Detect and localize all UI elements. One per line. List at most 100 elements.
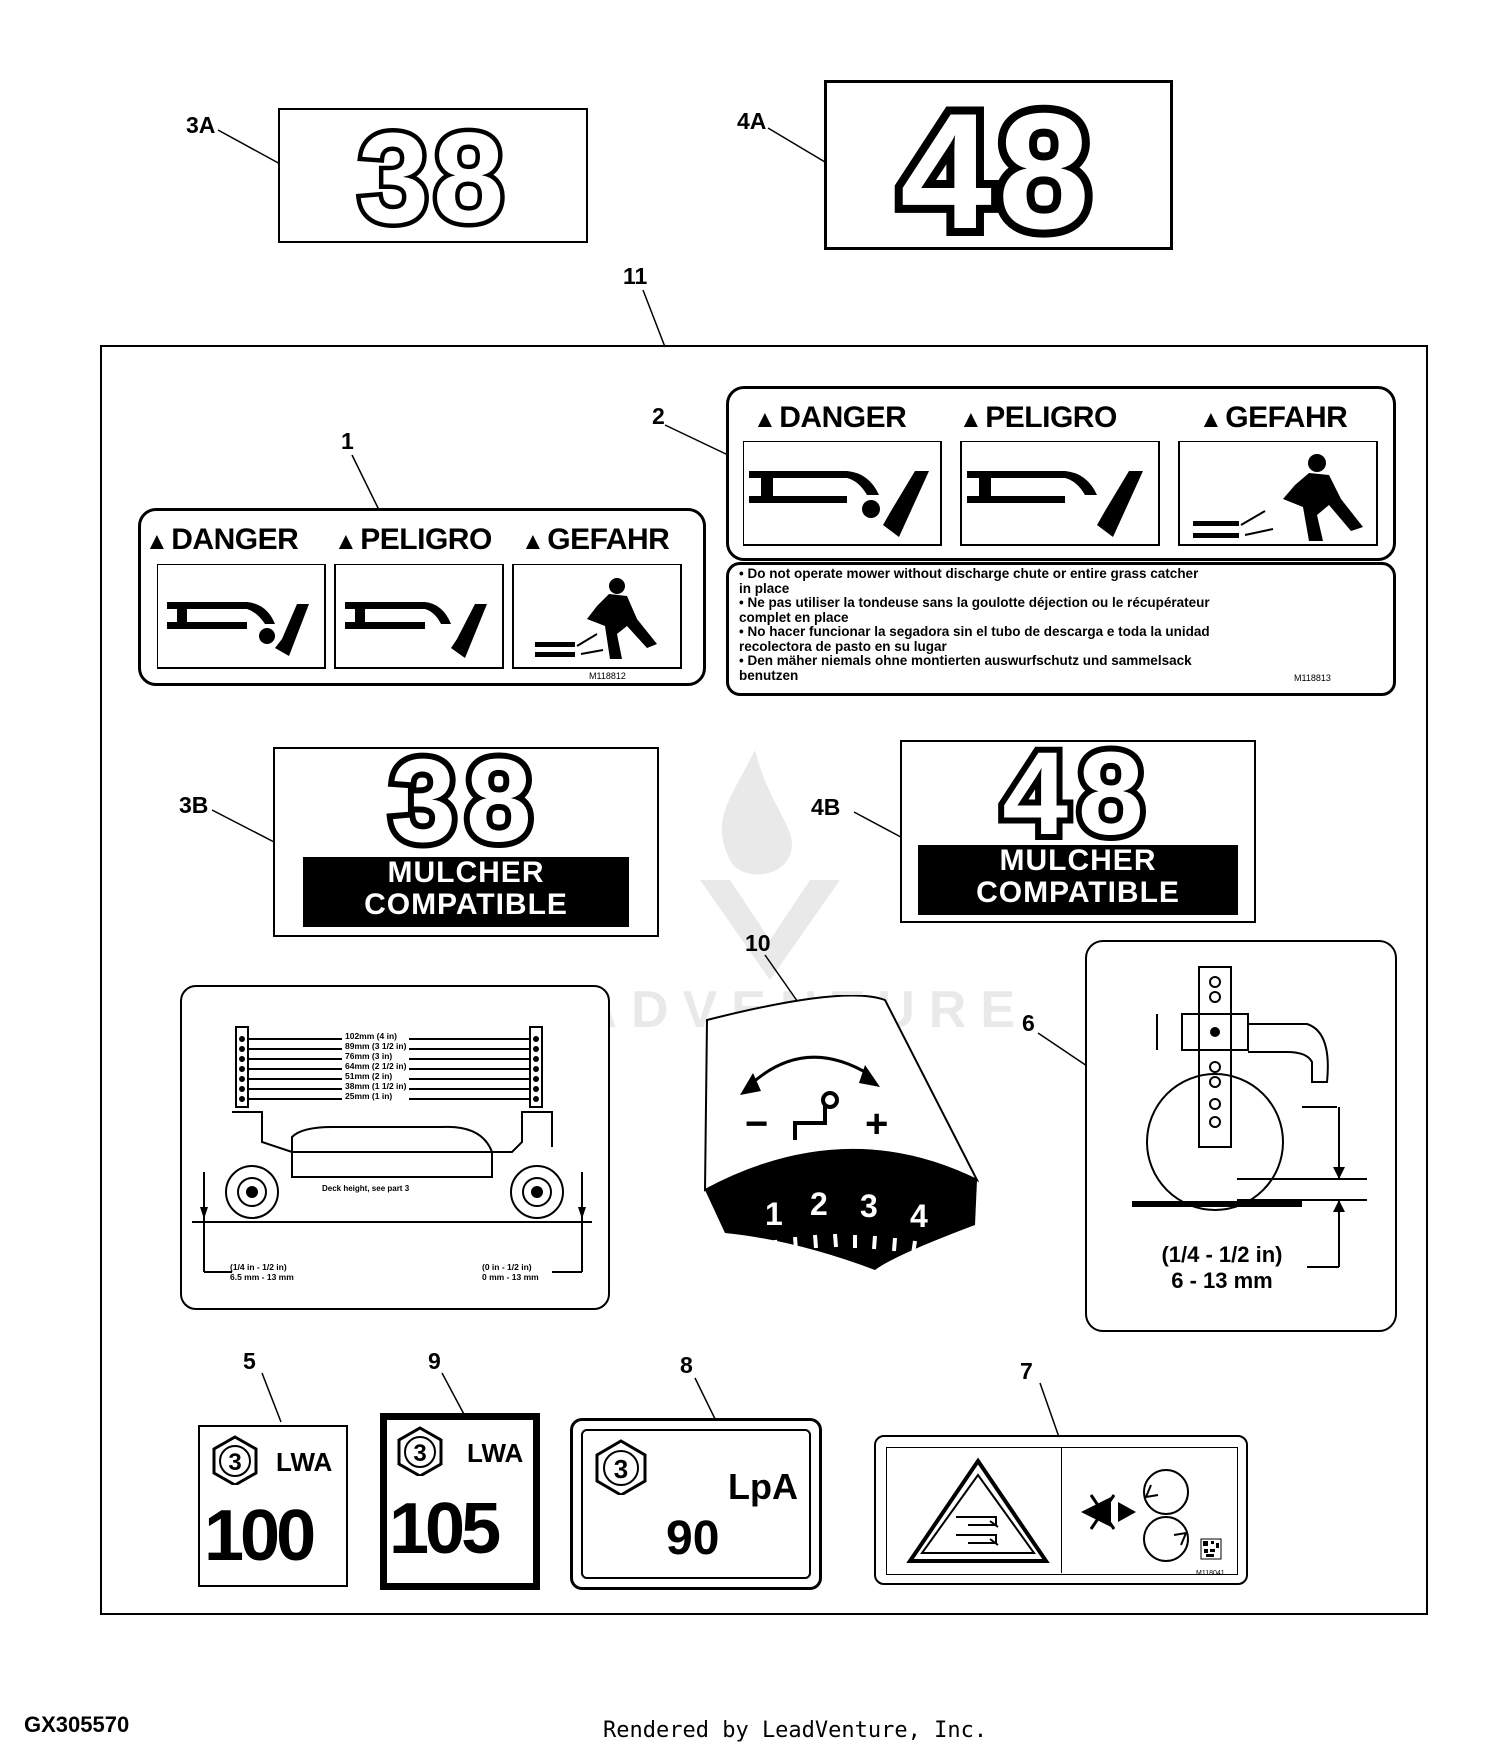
callout-11: 11: [623, 263, 648, 289]
hexagon-class-icon: 3: [595, 1439, 647, 1495]
right-range: (0 in - 1/2 in) 0 mm - 13 mm: [482, 1262, 539, 1282]
callout-7: 7: [1020, 1358, 1033, 1384]
decal-1-pictograms: [157, 564, 682, 669]
decal-4b-mulcher-compatible: MULCHER COMPATIBLE: [918, 845, 1238, 915]
decal-2-part-no: M118813: [1294, 673, 1331, 683]
decal-9: 3 LWA 105: [380, 1413, 540, 1590]
callout-8: 8: [680, 1352, 693, 1378]
callout-4a: 4A: [737, 108, 767, 134]
rotation-icon: [1143, 1469, 1189, 1562]
callout-2: 2: [652, 403, 665, 429]
warning-triangle-icon: ▲: [1199, 406, 1223, 433]
callout-5: 5: [243, 1348, 256, 1374]
hand-in-chute-icon: [749, 471, 929, 537]
decal-5-label: LWA: [276, 1447, 333, 1477]
callout-3a: 3A: [186, 112, 216, 138]
decal-2-instructions: • Do not operate mower without discharge…: [739, 566, 1210, 683]
decal-2: ▲DANGER ▲PELIGRO ▲GEFAHR: [726, 386, 1396, 561]
warning-triangle-pictogram: [906, 1457, 1050, 1563]
callout-4b: 4B: [811, 794, 841, 820]
callout-10: 10: [745, 930, 771, 956]
decal-8-label: LpA: [728, 1466, 798, 1507]
thrown-object-icon: [1193, 454, 1363, 541]
chute-blade-icon: [967, 471, 1143, 537]
callout-6: 6: [1022, 1010, 1035, 1036]
decal-4a: 48: [824, 71, 1173, 271]
decal-10: − + 1 2 3 4: [703, 995, 980, 1270]
dial-1: 1: [765, 1196, 783, 1232]
callout-1: 1: [341, 428, 354, 454]
svg-text:3: 3: [413, 1440, 426, 1467]
deck-label: Deck height, see part 3: [322, 1184, 410, 1193]
warning-triangle-icon: ▲: [959, 406, 983, 433]
callout-9: 9: [428, 1348, 441, 1374]
svg-text:48: 48: [1002, 742, 1153, 842]
decal-5-value: 100: [204, 1496, 316, 1576]
decal-2-peligro: ▲PELIGRO: [959, 401, 1117, 434]
svg-text:38: 38: [358, 110, 508, 241]
decal-1: ▲DANGER ▲PELIGRO ▲GEFAHR M118812: [138, 508, 706, 686]
thrown-object-icon: [535, 578, 657, 659]
decal-2-gefahr: ▲GEFAHR: [1199, 401, 1348, 434]
plus-sign: +: [865, 1102, 888, 1146]
decal-2-text-panel: • Do not operate mower without discharge…: [726, 562, 1396, 696]
no-hands-icon: [1081, 1494, 1136, 1530]
decal-3b-mulcher-compatible: MULCHER COMPATIBLE: [303, 857, 629, 927]
qr-code-icon: [1200, 1538, 1222, 1560]
decal-1-gefahr: ▲GEFAHR: [521, 523, 670, 556]
gauge-wheel-diagram: [1132, 966, 1367, 1268]
decal-8-inner-border: [581, 1429, 811, 1579]
decal-3a: 38: [278, 103, 588, 255]
footer-credit: Rendered by LeadVenture, Inc.: [603, 1718, 988, 1743]
decal-1-part-no: M118812: [589, 671, 626, 681]
warning-triangle-icon: ▲: [334, 528, 358, 555]
decal-1-danger: ▲DANGER: [145, 523, 299, 556]
decal-3b: 38 MULCHER COMPATIBLE: [273, 729, 659, 937]
watermark-logo: [700, 750, 840, 980]
minus-sign: −: [745, 1102, 768, 1146]
decal-7-inner: [886, 1447, 1238, 1575]
kit-panel-11: [100, 345, 1428, 1615]
left-range: (1/4 in - 1/2 in) 6.5 mm - 13 mm: [230, 1262, 294, 1282]
decal-2-pictograms: [743, 441, 1378, 546]
figure-id: GX305570: [24, 1712, 130, 1737]
decal-7: M118041: [874, 1435, 1248, 1585]
dial-3: 3: [860, 1188, 878, 1224]
height-table: 102mm (4 in) 89mm (3 1/2 in) 76mm (3 in)…: [342, 1031, 410, 1101]
decal-7-part-no: M118041: [1196, 1570, 1225, 1577]
decal-5: 3 LWA 100: [198, 1425, 348, 1587]
dial-4: 4: [910, 1198, 928, 1234]
decal-cutting-height: 102mm (4 in) 89mm (3 1/2 in) 76mm (3 in)…: [180, 985, 610, 1310]
dial-2: 2: [810, 1186, 828, 1222]
decal-3a-number: 38: [353, 103, 508, 255]
warning-triangle-icon: ▲: [753, 406, 777, 433]
warning-triangle-icon: ▲: [521, 528, 545, 555]
decal-4a-number: 48: [892, 71, 1098, 271]
rotating-blades-pictogram: [1081, 1469, 1222, 1562]
decal-2-danger: ▲DANGER: [753, 401, 907, 434]
svg-text:3: 3: [614, 1454, 628, 1484]
decal-7-divider: [1061, 1447, 1062, 1573]
decal-4b: 48 MULCHER COMPATIBLE: [900, 722, 1256, 923]
decal-3b-number: 38: [384, 729, 541, 873]
hand-in-chute-icon: [167, 602, 309, 656]
decal-6-range: (1/4 - 1/2 in) 6 - 13 mm: [1161, 1242, 1283, 1293]
hexagon-class-icon: 3: [212, 1435, 258, 1485]
rotate-arrow-icon: [748, 1055, 871, 1087]
decal-4b-number: 48: [996, 722, 1153, 866]
svg-text:3: 3: [228, 1449, 241, 1476]
decal-8-value: 90: [666, 1512, 720, 1565]
hexagon-class-icon: 3: [397, 1426, 443, 1476]
svg-text:38: 38: [390, 749, 541, 849]
decal-6: (1/4 - 1/2 in) 6 - 13 mm: [1085, 940, 1397, 1332]
decal-8: 3 LpA 90: [570, 1418, 822, 1590]
hand-crush-icon: [956, 1516, 999, 1546]
warning-triangle-icon: ▲: [145, 528, 169, 555]
callout-3b: 3B: [179, 792, 209, 818]
chute-blade-icon: [345, 602, 487, 658]
svg-text:48: 48: [900, 83, 1096, 247]
decal-1-peligro: ▲PELIGRO: [334, 523, 492, 556]
crank-handle-icon: [793, 1091, 839, 1140]
decal-9-value: 105: [389, 1489, 501, 1569]
